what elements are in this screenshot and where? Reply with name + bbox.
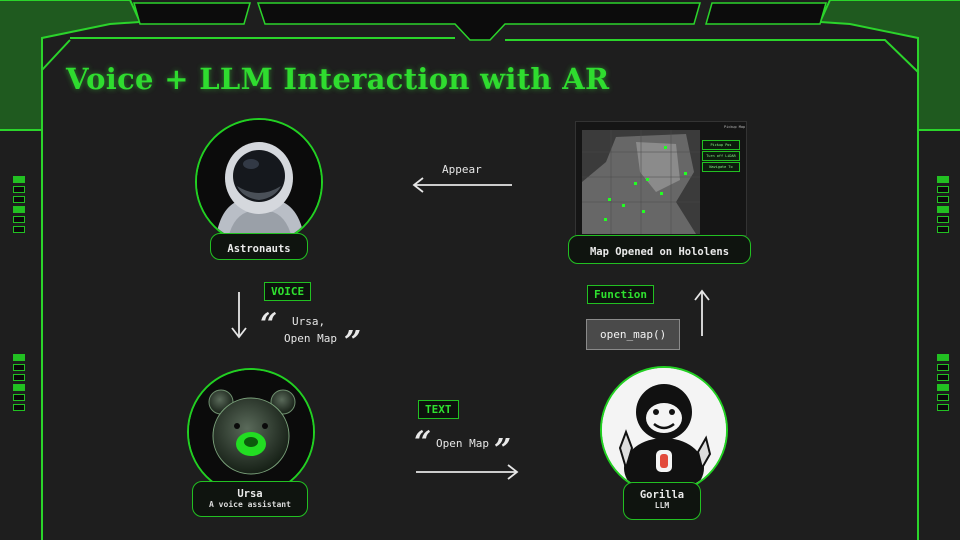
map-label: Map Opened on Hololens	[568, 235, 751, 264]
gorilla-icon	[602, 368, 726, 492]
gorilla-label: Gorilla LLM	[623, 482, 701, 520]
open-quote-voice: “	[260, 307, 278, 342]
gorilla-avatar	[600, 366, 728, 494]
right-indicator-top	[937, 176, 949, 236]
ursa-label-text: Ursa	[237, 488, 263, 500]
close-quote-text: ”	[494, 433, 512, 468]
voice-quote-line1: Ursa,	[292, 315, 326, 328]
voice-tag: VOICE	[264, 282, 312, 301]
left-indicator-bottom	[13, 354, 25, 414]
astronaut-label-text: Astronauts	[227, 243, 291, 255]
map-button-2[interactable]: Turn off LiDAR	[702, 151, 740, 161]
map-header: Pickup Map	[724, 125, 745, 129]
astronaut-label: Astronauts	[210, 233, 308, 260]
gorilla-sublabel: LLM	[654, 501, 670, 510]
ursa-avatar	[187, 368, 315, 496]
ursa-sublabel: A voice assistant	[209, 500, 291, 509]
voice-quote: Ursa, Open Map	[284, 313, 337, 347]
astronaut-avatar	[195, 118, 323, 246]
map-button-3[interactable]: Navigate To	[702, 162, 740, 172]
map-image: Pickup Map	[576, 122, 746, 235]
appear-label: Appear	[442, 163, 482, 176]
text-tag: TEXT	[418, 400, 459, 419]
function-code: open_map()	[586, 319, 681, 350]
map-button-1[interactable]: Pickup Pos	[702, 140, 740, 150]
map-label-text: Map Opened on Hololens	[589, 246, 730, 258]
close-quote-voice: ”	[344, 325, 362, 360]
text-quote: Open Map	[436, 437, 489, 450]
right-indicator-bottom	[937, 354, 949, 414]
hololens-map: Pickup Map Pickup Pos Turn off LiDAR Nav…	[575, 121, 747, 236]
gorilla-label-text: Gorilla	[639, 489, 685, 501]
voice-quote-line2: Open Map	[284, 332, 337, 345]
page-title: Voice + LLM Interaction with AR	[66, 62, 610, 96]
left-indicator-top	[13, 176, 25, 236]
bear-icon	[189, 370, 313, 494]
astronaut-icon	[197, 120, 321, 244]
ursa-label: Ursa A voice assistant	[192, 481, 308, 517]
function-tag: Function	[587, 285, 654, 304]
open-quote-text: “	[414, 425, 432, 460]
